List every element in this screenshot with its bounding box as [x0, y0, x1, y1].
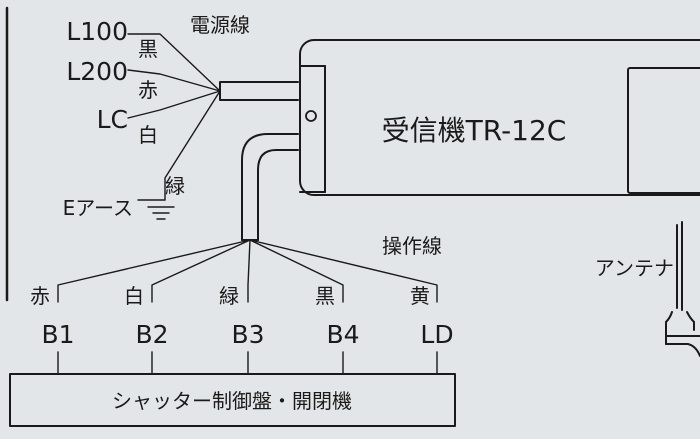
label-l100: L100: [66, 17, 128, 46]
wire-l100: [127, 33, 221, 92]
color-white-power: 白: [138, 123, 158, 147]
color-green-ground: 緑: [165, 174, 185, 198]
receiver-box: [299, 39, 700, 196]
receiver-title: 受信機TR-12C: [382, 114, 567, 147]
receiver-inner-panel: [627, 67, 700, 194]
color-white-op: 白: [124, 284, 144, 308]
color-red-power: 赤: [138, 78, 158, 102]
op-wire-b3: [247, 239, 251, 303]
operation-wire-title: 操作線: [382, 234, 442, 258]
color-black-op: 黒: [315, 284, 335, 308]
antenna-icon: [665, 221, 700, 357]
wire-ground: [164, 90, 221, 201]
op-cable-outer: [241, 133, 299, 241]
color-green-op: 緑: [219, 284, 239, 308]
color-black-power: 黒: [138, 37, 158, 61]
op-wire-b2: [151, 239, 251, 303]
controller-label: シャッター制御盤・開閉機: [112, 389, 352, 413]
controller-box: [9, 373, 456, 427]
wire-l200: [127, 69, 221, 92]
power-cable-sleeve: [219, 81, 299, 101]
receiver-indicator-icon: [305, 110, 317, 122]
power-wire-title: 電源線: [190, 13, 250, 37]
terminal-b3: B3: [231, 320, 264, 349]
terminal-b2: B2: [135, 320, 168, 349]
antenna-label: アンテナ: [595, 256, 674, 280]
terminal-b4: B4: [326, 320, 359, 349]
color-red-op: 赤: [30, 284, 50, 308]
color-yellow-op: 黄: [410, 284, 430, 308]
op-wire-b1: [57, 239, 251, 303]
label-l200: L200: [66, 57, 128, 86]
ground-label: Eアース: [63, 196, 133, 220]
label-lc: LC: [97, 105, 128, 134]
wire-lc: [127, 90, 221, 119]
op-wire-ld: [249, 239, 438, 303]
terminal-ld: LD: [420, 320, 453, 349]
op-wire-b4: [249, 239, 344, 303]
op-cable-inner: [257, 149, 299, 241]
terminal-b1: B1: [41, 320, 74, 349]
